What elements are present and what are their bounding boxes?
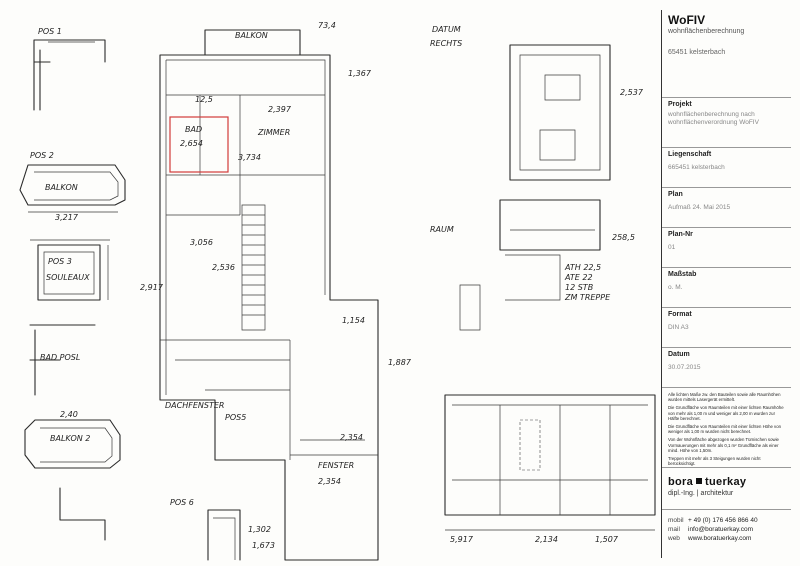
dim-1887-label: 1,887 (388, 358, 412, 367)
dim-2536-label: 2,536 (212, 263, 235, 272)
bad-posl-label: BAD POSL (40, 353, 80, 362)
logo-left-text: bora (668, 476, 694, 488)
plannr-label: Plan-Nr (668, 231, 693, 238)
pos6-label: POS 6 (170, 498, 194, 507)
plan-value: Aufmaß 24. Mai 2015 (668, 204, 731, 211)
section-sketch-top: DATUM RECHTS 2,537 RAUM 258,5 ATH 22,5 A… (430, 25, 644, 331)
dim-125-label: 12,5 (195, 95, 213, 104)
dim-734-label: 73,4 (318, 21, 336, 30)
title-block: WoFIV wohnflächenberechnung 65451 kelste… (661, 10, 791, 558)
tb-notes: Alle lichten Maße zw. den Bauteilen sowi… (662, 388, 791, 468)
dim-1367-label: 1,367 (348, 69, 372, 78)
project-value: wohnflächenberechnung nach wohnflächenve… (668, 111, 759, 126)
pos1-sketch: POS 1 (33, 27, 106, 111)
raum-label: RAUM (430, 225, 454, 234)
bad-label: BAD (185, 125, 202, 134)
format-value: DIN A3 (668, 324, 689, 331)
balkon-top-label: BALKON (235, 31, 268, 40)
web-link[interactable]: www.boratuerkay.com (688, 535, 752, 542)
dim-3056-label: 3,056 (190, 238, 213, 247)
note-3: Die Grundfläche von Raumteilen mit einer… (668, 424, 781, 435)
note-1: Alle lichten Maße zw. den Bauteilen sowi… (668, 392, 781, 403)
dim-2354-top: 2,354 (340, 433, 363, 442)
city-text: 65451 kelsterbach (668, 49, 726, 56)
project-label: Projekt (668, 101, 692, 108)
date-value: 30.07.2015 (668, 364, 701, 371)
dim-1302-label: 1,302 (248, 525, 271, 534)
company-logo: bora tuerkay (668, 476, 785, 488)
pos2-balkon-sketch: POS 2 BALKON 3,217 (19, 151, 126, 222)
tb-property: Liegenschaft 665451 kelsterbach (662, 148, 791, 188)
dim-2134-label: 2,134 (535, 535, 558, 544)
dachfenster-label: DACHFENSTER (165, 401, 224, 410)
dim-1154-label: 1,154 (342, 316, 365, 325)
pos3-souleaux-sketch: POS 3 SOULEAUX (30, 239, 110, 301)
floor-plan-sketch: POS 1 POS 2 BALKON 3,217 POS 3 SOULEAUX … (19, 21, 656, 561)
ath-label: ATH 22,5 (564, 263, 601, 272)
dim-3217-label: 3,217 (55, 213, 79, 222)
brand-subtitle: wohnflächenberechnung (668, 28, 745, 35)
note-4: Von der Wohnfläche abgezogen wurden Türn… (668, 437, 779, 453)
zimmer-label: ZIMMER (257, 128, 290, 137)
plan-label: Plan (668, 191, 683, 198)
tb-logo: bora tuerkay dipl.-Ing. | architektur (662, 468, 791, 510)
logo-right-text: tuerkay (705, 476, 747, 488)
tb-format: Format DIN A3 (662, 308, 791, 348)
balkon2-sketch: BALKON 2 2,40 (24, 410, 121, 541)
tb-scale: Maßstab o. M. (662, 268, 791, 308)
rechts-label: RECHTS (430, 39, 462, 48)
tb-plan: Plan Aufmaß 24. Mai 2015 (662, 188, 791, 228)
property-value: 665451 kelsterbach (668, 164, 725, 171)
logo-square-icon (696, 478, 703, 485)
tb-date: Datum 30.07.2015 (662, 348, 791, 388)
plannr-value: 01 (668, 244, 676, 251)
dim-240-label: 2,40 (60, 410, 78, 419)
tb-header: WoFIV wohnflächenberechnung 65451 kelste… (662, 10, 791, 98)
dim-2397-label: 2,397 (268, 105, 292, 114)
property-label: Liegenschaft (668, 151, 712, 158)
stb-label: 12 STB (565, 283, 593, 292)
date-label: Datum (668, 351, 690, 358)
dim-1507-label: 1,507 (595, 535, 619, 544)
dim-1673-label: 1,673 (252, 541, 275, 550)
souleaux-label: SOULEAUX (46, 273, 90, 282)
company-tagline: dipl.-Ing. | architektur (668, 490, 734, 497)
dim-3734-label: 3,734 (238, 153, 261, 162)
dim-2537-label: 2,537 (620, 88, 644, 97)
brand-title: WoFIV (668, 13, 706, 27)
pos1-label: POS 1 (38, 27, 62, 36)
dim-258-label: 258,5 (612, 233, 635, 242)
zmtreppe-label: ZM TREPPE (564, 293, 611, 302)
tb-plannr: Plan-Nr 01 (662, 228, 791, 268)
pos5-label: POS5 (225, 413, 246, 422)
fenster-label: FENSTER (318, 461, 354, 470)
email-link[interactable]: info@boratuerkay.com (688, 526, 754, 533)
note-5: Treppen mit mehr als 3 Steigungen wurden… (668, 456, 761, 467)
note-2: Die Grundfläche von Raumteilen mit einer… (668, 405, 784, 421)
tb-project: Projekt wohnflächenberechnung nach wohnf… (662, 98, 791, 148)
main-floor-plan: BALKON 73,4 BAD 2,654 ZIMMER 2,397 3,734… (140, 21, 412, 561)
scale-label: Maßstab (668, 271, 697, 278)
pos3-label: POS 3 (48, 257, 72, 266)
dim-5917-label: 5,917 (450, 535, 474, 544)
section-sketch-bottom: 5,917 2,134 1,507 (444, 394, 656, 544)
phone-text: + 49 (0) 176 456 866 40 (688, 517, 758, 524)
bad-posl-sketch: BAD POSL (29, 324, 96, 396)
dim-2917-label: 2,917 (140, 283, 164, 292)
pos2-label: POS 2 (30, 151, 54, 160)
balkon2-label: BALKON 2 (50, 434, 90, 443)
scale-value: o. M. (668, 284, 683, 291)
format-label: Format (668, 311, 692, 318)
dim-2354-label: 2,354 (318, 477, 341, 486)
dim-2654-label: 2,654 (180, 139, 203, 148)
datum-label: DATUM (432, 25, 461, 34)
contact-row-mobil: mobil+ 49 (0) 176 456 866 40 (668, 517, 758, 524)
balkon-left-label: BALKON (45, 183, 78, 192)
ate-label: ATE 22 (564, 273, 593, 282)
